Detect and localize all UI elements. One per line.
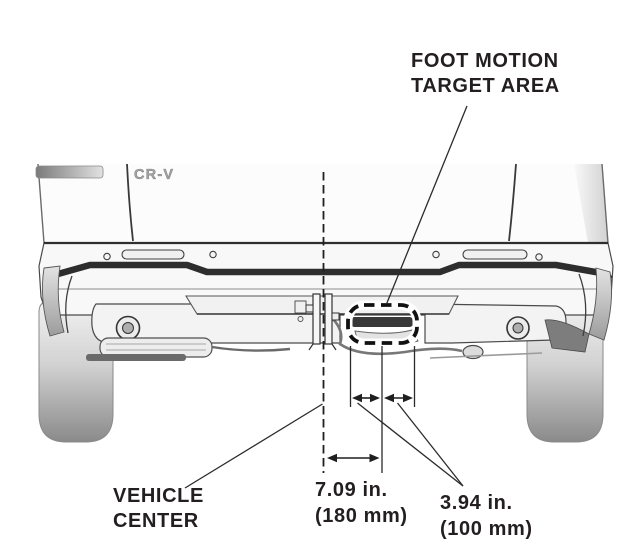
crv-emblem: CR-V [134,167,174,183]
rear-lamp-right [506,316,530,340]
dimension-180mm-metric: (180 mm) [315,505,408,527]
leader-foot-motion [385,105,468,305]
foot-motion-target-area-label: FOOT MOTION TARGET AREA [411,49,560,99]
foot-motion-target-outline [343,300,422,348]
rear-bumper [38,241,614,316]
dimension-100mm-label: 3.94 in. (100 mm) [440,490,533,542]
leader-vehicle-center [184,403,323,489]
rear-lamp-left [115,315,141,341]
tailgate-body: CR-V [35,163,609,244]
dimension-100mm-inches: 3.94 in. [440,492,513,514]
underbody-exhaust [86,300,590,361]
dimension-arrows [327,393,413,463]
left-reflector-slot [121,249,185,260]
dimension-180mm-label: 7.09 in. (180 mm) [315,477,408,529]
bumper-dark-trim-band [57,261,613,282]
vehicle-center-label-line1: VEHICLE [113,485,204,507]
dimension-180mm-inches: 7.09 in. [315,479,388,501]
parking-sensors [103,250,543,261]
bumper-corners [41,265,613,341]
vehicle-center-label: VEHICLE CENTER [113,484,204,534]
dimension-100mm-metric: (100 mm) [440,518,533,540]
left-taillight-edge [35,165,104,179]
leader-target-width-left [357,402,464,487]
foot-motion-label-line1: FOOT MOTION [411,50,559,72]
foot-motion-label-line2: TARGET AREA [411,75,560,97]
dimension-extension-lines [349,346,416,473]
right-reflector-slot [462,249,528,260]
vehicle-center-label-line2: CENTER [113,510,199,532]
center-hitch-bracket [305,293,340,351]
leader-lines [184,105,468,489]
leader-target-width-right [396,402,464,487]
